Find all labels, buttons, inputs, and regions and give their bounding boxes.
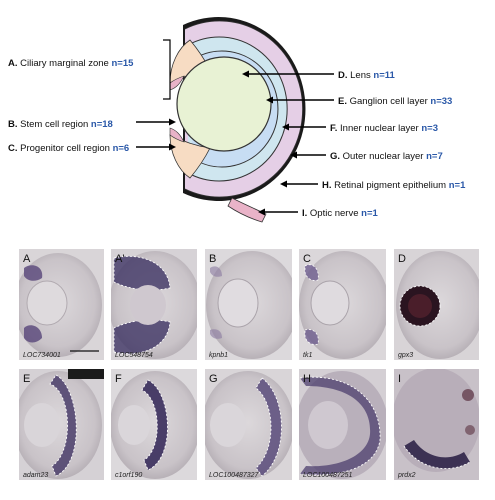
label-lens: D. Lens n=11: [338, 70, 396, 81]
label-ganglion-cell-layer: E. Ganglion cell layer n=33: [338, 96, 452, 107]
gene-label: tk1: [303, 352, 312, 359]
panel-I: I prdx2: [394, 369, 479, 480]
cmz-bracket: [163, 39, 171, 100]
gene-label: LOC100487251: [303, 472, 353, 479]
panel-A: A LOC734001: [19, 249, 104, 360]
lens-shape: [176, 56, 272, 152]
panel-B: B kpnb1: [205, 249, 292, 360]
panel-letter: D: [398, 253, 406, 265]
panel-G: G LOC100487327: [205, 369, 292, 480]
label-outer-nuclear-layer: G. Outer nuclear layer n=7: [330, 151, 443, 162]
gene-label: gpx3: [398, 352, 413, 359]
panel-letter: A': [115, 253, 124, 265]
panel-A-prime: A' LOC548754: [111, 249, 197, 360]
label-stem-cell-region: B. Stem cell region n=18: [8, 119, 113, 130]
cmz-bottom: [169, 134, 211, 179]
gene-label: LOC734001: [23, 352, 61, 359]
panel-F: F c1orf190: [111, 369, 197, 480]
gene-label: LOC100487327: [209, 472, 260, 479]
label-progenitor-cell-region: C. Progenitor cell region n=6: [8, 143, 129, 154]
panel-letter: F: [115, 373, 122, 385]
gene-label: kpnb1: [209, 352, 228, 359]
gene-label: prdx2: [397, 472, 416, 479]
panel-letter: A: [23, 253, 31, 265]
label-ciliary-marginal-zone: A. Ciliary marginal zone n=15: [8, 58, 134, 69]
label-optic-nerve: I. Optic nerve n=1: [302, 208, 378, 219]
label-inner-nuclear-layer: F. Inner nuclear layer n=3: [330, 123, 438, 134]
eye-schematic: A. Ciliary marginal zone n=15 B. Stem ce…: [8, 17, 466, 223]
gene-label: LOC548754: [115, 352, 153, 359]
panel-C: C tk1: [299, 249, 386, 360]
panel-D: D gpx3: [394, 249, 479, 360]
panel-letter: E: [23, 373, 30, 385]
gene-label: c1orf190: [115, 472, 142, 479]
panel-letter: I: [398, 373, 401, 385]
panel-E: E adam23: [19, 369, 104, 480]
gene-label: adam23: [23, 472, 48, 479]
panel-letter: H: [303, 373, 311, 385]
optic-nerve-shape: [227, 197, 267, 223]
panel-letter: B: [209, 253, 216, 265]
panel-letter: C: [303, 253, 311, 265]
label-retinal-pigment-epithelium: H. Retinal pigment epithelium n=1: [322, 180, 466, 191]
panel-H: H LOC100487251: [299, 369, 386, 480]
panel-letter: G: [209, 373, 218, 385]
